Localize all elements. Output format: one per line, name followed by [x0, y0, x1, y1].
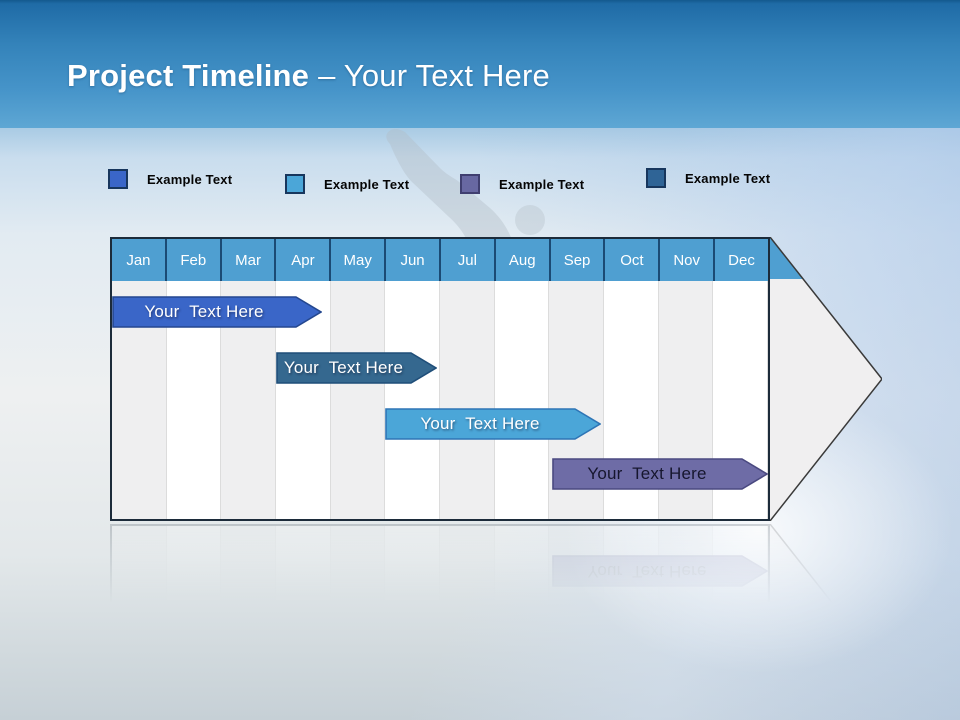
slide-title-sub: – Your Text Here — [318, 58, 550, 93]
month-cell-jun: Jun — [386, 239, 441, 281]
timeline-bar-1: Your Text Here — [112, 296, 322, 328]
month-cell-nov: Nov — [660, 239, 716, 281]
sky-gradient-band — [0, 0, 960, 128]
timeline-bar-4: Your Text Here — [552, 458, 768, 490]
month-cell-aug: Aug — [495, 239, 551, 281]
bar-label: Your Text Here — [283, 358, 404, 377]
column-stripe-jun — [385, 281, 441, 519]
month-cell-jul: Jul — [440, 239, 496, 281]
month-cell-apr: Apr — [276, 239, 332, 281]
month-cell-dec: Dec — [715, 239, 768, 281]
slide-title-main: Project Timeline — [67, 58, 310, 93]
slide-title: Project Timeline– Your Text Here — [67, 58, 550, 94]
month-cell-sep: Sep — [550, 239, 606, 281]
bar-label: Your Text Here — [144, 302, 264, 321]
month-cell-oct: Oct — [605, 239, 661, 281]
bar-arrow-shape — [276, 352, 437, 384]
arrowhead — [770, 237, 882, 521]
arrowhead-body — [770, 237, 882, 521]
month-cell-may: May — [331, 239, 387, 281]
month-cell-feb: Feb — [166, 239, 222, 281]
bar-label: Your Text Here — [587, 464, 707, 483]
bar-arrow-shape — [112, 296, 322, 328]
arrowhead-outline — [770, 237, 882, 521]
month-cell-jan: Jan — [112, 239, 167, 281]
timeline-bar-2: Your Text Here — [276, 352, 437, 384]
timeline-bar-3: Your Text Here — [385, 408, 601, 440]
column-stripe-aug — [494, 281, 550, 519]
column-stripe-may — [330, 281, 386, 519]
bar-arrow-shape — [552, 458, 768, 490]
bar-label: Your Text Here — [420, 414, 540, 433]
bar-arrow-shape — [385, 408, 601, 440]
month-cell-mar: Mar — [221, 239, 277, 281]
column-stripe-jul — [440, 281, 495, 519]
